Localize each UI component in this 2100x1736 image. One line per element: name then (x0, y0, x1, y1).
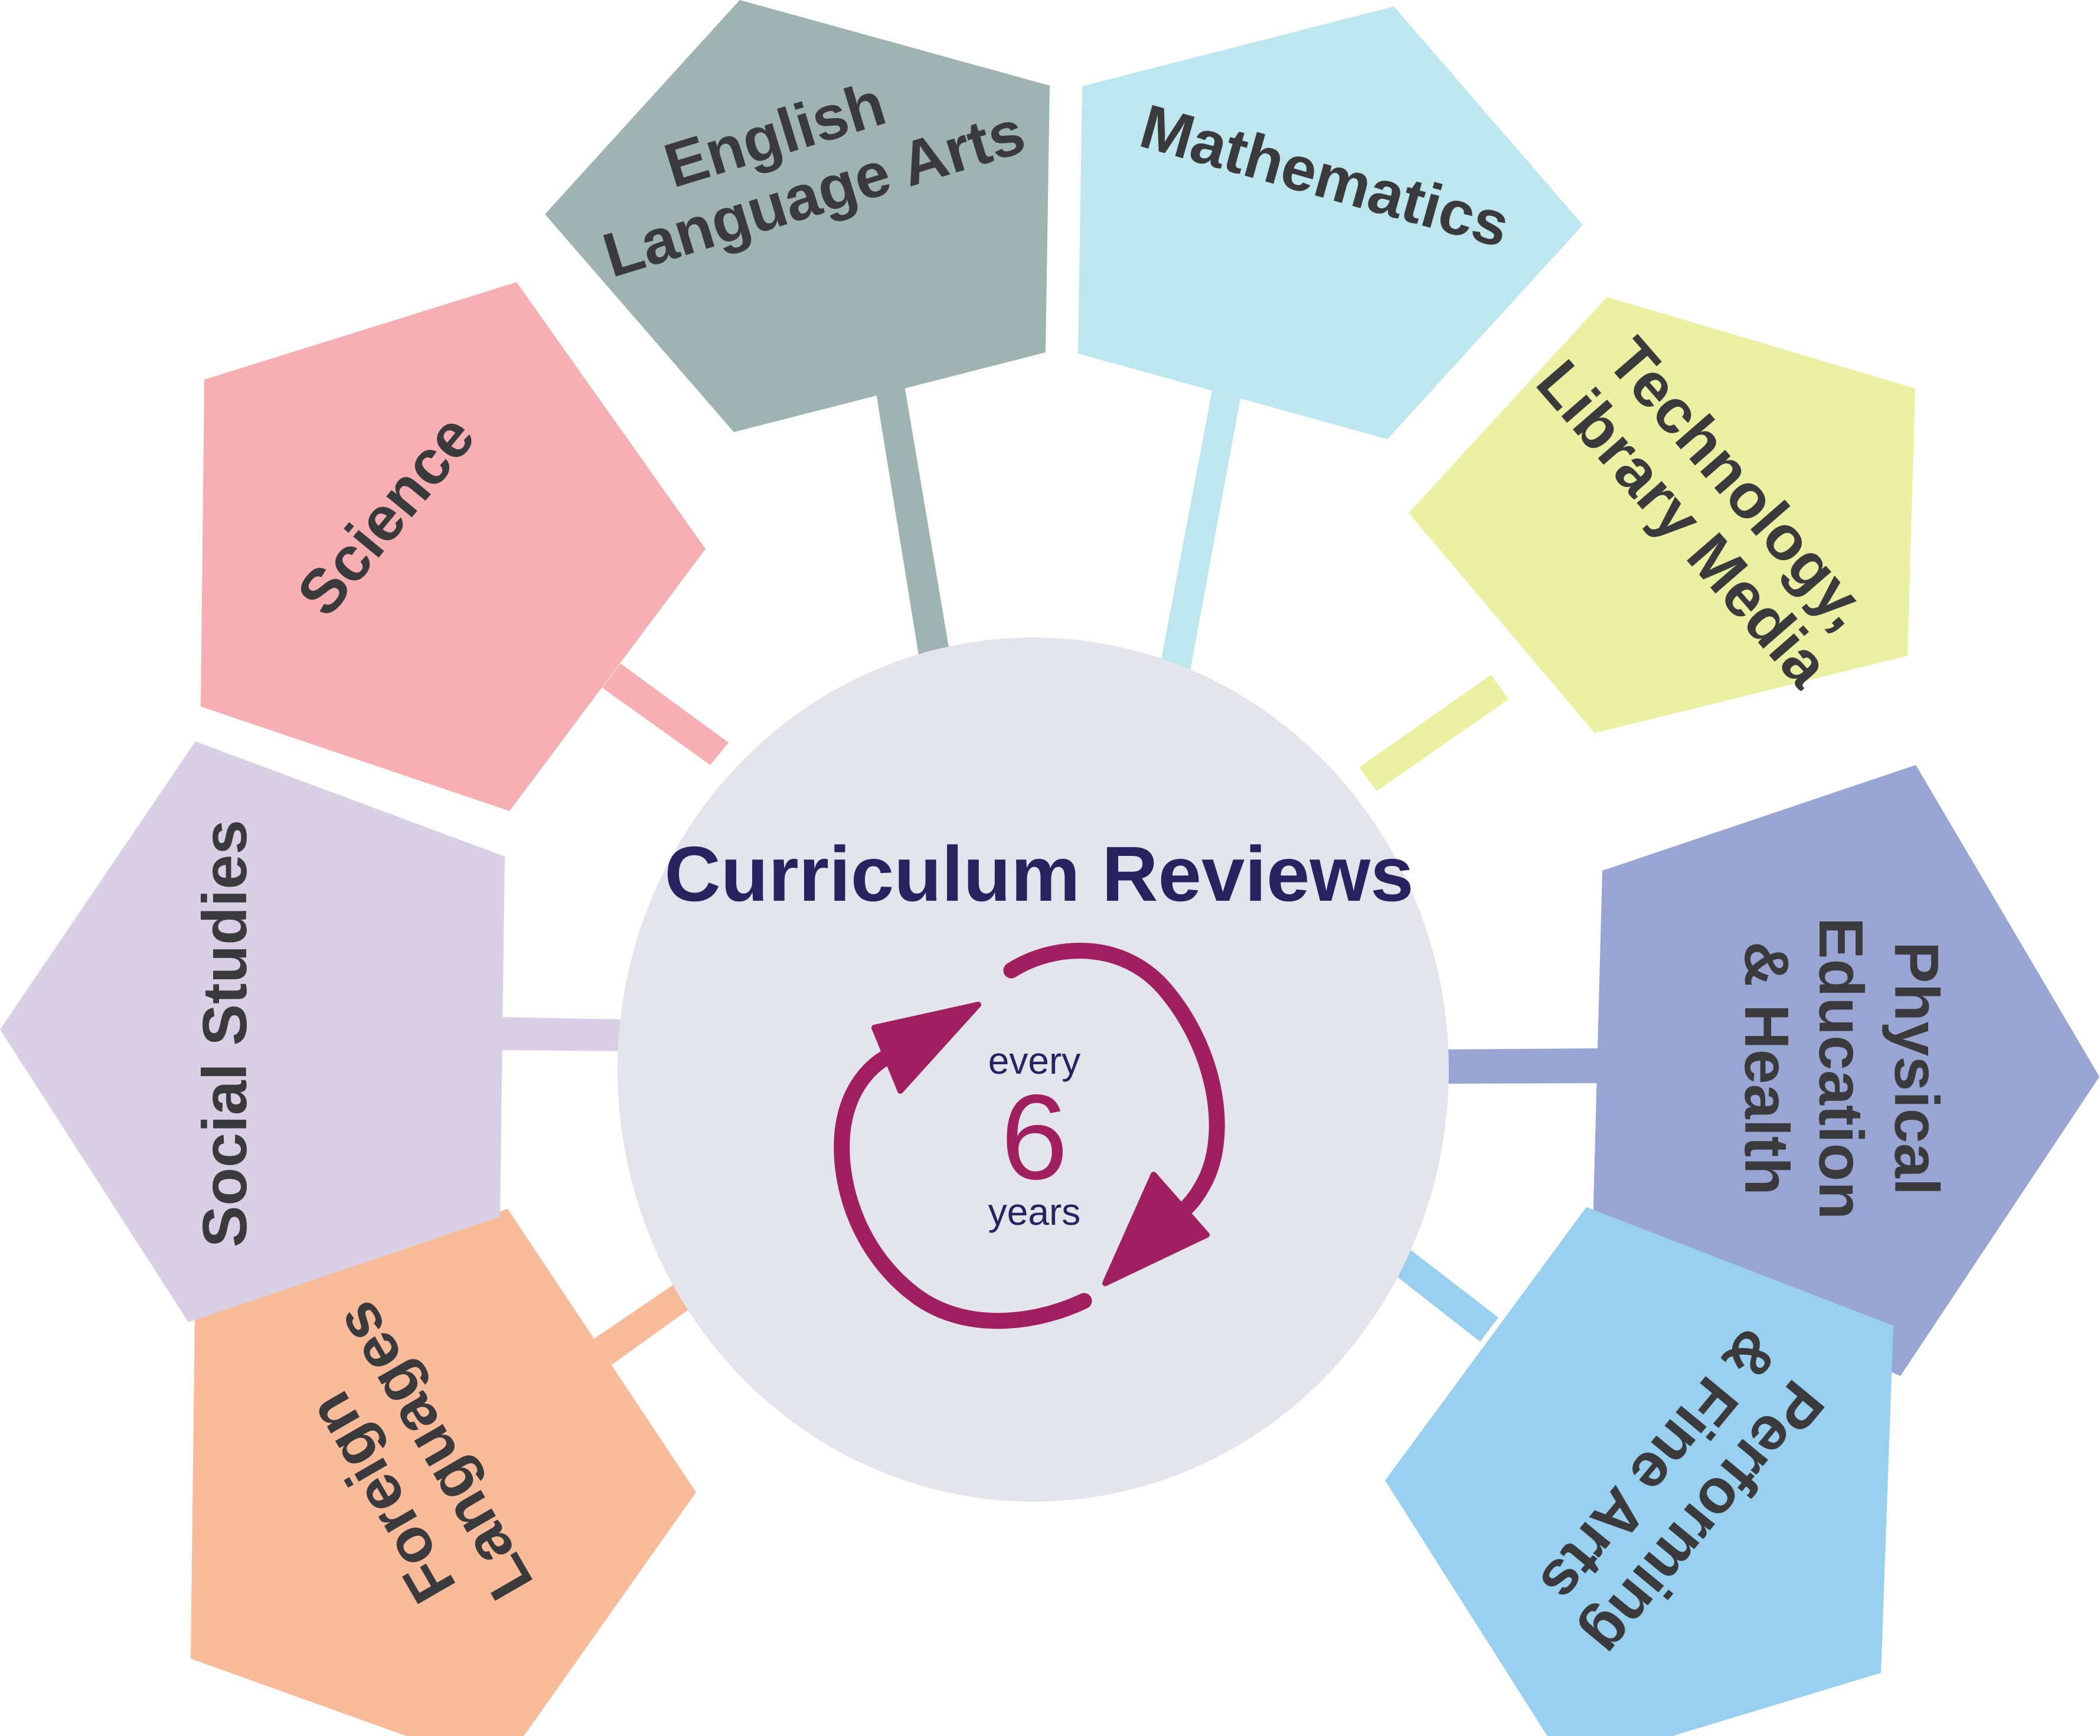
cycle-suffix: years (988, 1191, 1081, 1233)
cycle-number: 6 (1001, 1070, 1068, 1205)
pentagon-mathematics (1078, 6, 1583, 439)
pentagon-performing-fine-arts (1385, 1207, 1893, 1736)
center-title: Curriculum Reviews (664, 831, 1413, 917)
connector-physical-education-health (1441, 1048, 1600, 1084)
node-foreign-languages[interactable]: Foreign Languages (191, 1209, 696, 1736)
node-performing-fine-arts[interactable]: Performing & Fine Arts (1385, 1207, 1893, 1736)
center-ellipse (618, 637, 1449, 1502)
pentagon-technology-library-media (1409, 297, 1915, 733)
node-physical-education-health[interactable]: Physical Education & Health (1592, 765, 2099, 1376)
pentagon-science (201, 282, 706, 811)
connector-performing-fine-arts (1377, 1237, 1498, 1342)
label-physical-education-health-line2: Education (1806, 917, 1876, 1220)
node-social-studies[interactable]: Social Studies (0, 741, 505, 1322)
connector-science (602, 663, 729, 765)
node-technology-library-media[interactable]: Technology, Library Media (1409, 297, 1915, 733)
node-english-language-arts[interactable]: English Language Arts (545, 0, 1050, 432)
pentagon-english-language-arts (545, 0, 1050, 432)
connector-technology-library-media (1359, 675, 1508, 791)
node-science[interactable]: Science (201, 282, 706, 811)
center-hub[interactable]: Curriculum Reviews every 6 years (618, 637, 1449, 1502)
connector-mathematics (1160, 391, 1240, 684)
label-social-studies: Social Studies (190, 820, 260, 1248)
label-physical-education-health-line3: & Health (1732, 941, 1801, 1195)
pentagon-social-studies (0, 741, 505, 1322)
node-mathematics[interactable]: Mathematics (1078, 6, 1583, 439)
label-physical-education-health-line1: Physical (1882, 941, 1951, 1195)
cycle-arrows-icon (834, 943, 1225, 1329)
connector-social-studies (499, 1017, 626, 1051)
pentagon-foreign-languages (191, 1209, 696, 1736)
cycle-prefix: every (988, 1039, 1081, 1082)
connector-english-language-arts (876, 385, 949, 662)
pentagon-physical-education-health (1592, 765, 2099, 1376)
